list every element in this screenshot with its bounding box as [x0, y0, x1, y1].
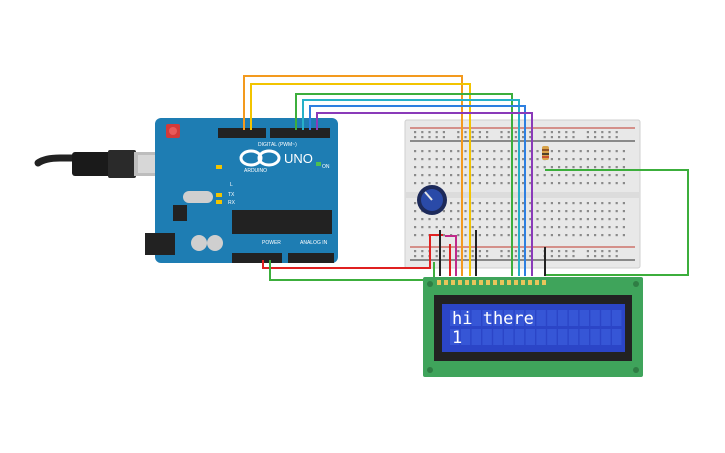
breadboard[interactable]	[404, 119, 641, 269]
wire-orange	[243, 75, 463, 276]
atmega-chip	[232, 210, 332, 234]
wire-green-gnd	[269, 260, 435, 281]
usb-cable[interactable]	[34, 150, 164, 178]
lcd-pin-header	[437, 280, 546, 285]
wire-magenta	[445, 235, 457, 276]
lcd-module[interactable]: hi there 1	[423, 277, 643, 377]
wire-purple-d2	[316, 112, 533, 276]
analog-label: ANALOG IN	[300, 240, 328, 246]
arduino-brand-text: ARDUINO	[244, 168, 267, 174]
l-label: L	[230, 182, 233, 188]
power-label: POWER	[262, 240, 281, 246]
power-led-icon	[316, 162, 321, 166]
wire-blue-d3	[309, 105, 526, 276]
lcd-cells	[450, 310, 622, 345]
wire-yellow	[250, 83, 471, 276]
on-label: ON	[322, 164, 330, 170]
wire-cyan-d4	[302, 99, 520, 276]
arduino-board[interactable]: UNO ARDUINO DIGITAL (PWM~) POWER ANALOG …	[145, 118, 338, 263]
lcd-line-2: 1	[452, 328, 462, 348]
tx-label: TX	[228, 192, 235, 198]
arduino-logo-icon	[239, 149, 281, 167]
digital-label: DIGITAL (PWM~)	[258, 142, 297, 148]
breadboard-holes	[414, 131, 625, 258]
rx-label: RX	[228, 200, 236, 206]
resistor[interactable]	[542, 146, 549, 160]
lcd-line-1: hi there	[452, 309, 534, 329]
potentiometer[interactable]	[417, 185, 447, 215]
wire-red-5v	[262, 234, 443, 269]
arduino-model-text: UNO	[284, 151, 313, 166]
wire-green-d5	[295, 93, 513, 276]
wires[interactable]	[243, 75, 689, 281]
tx-led-icon	[216, 165, 222, 169]
